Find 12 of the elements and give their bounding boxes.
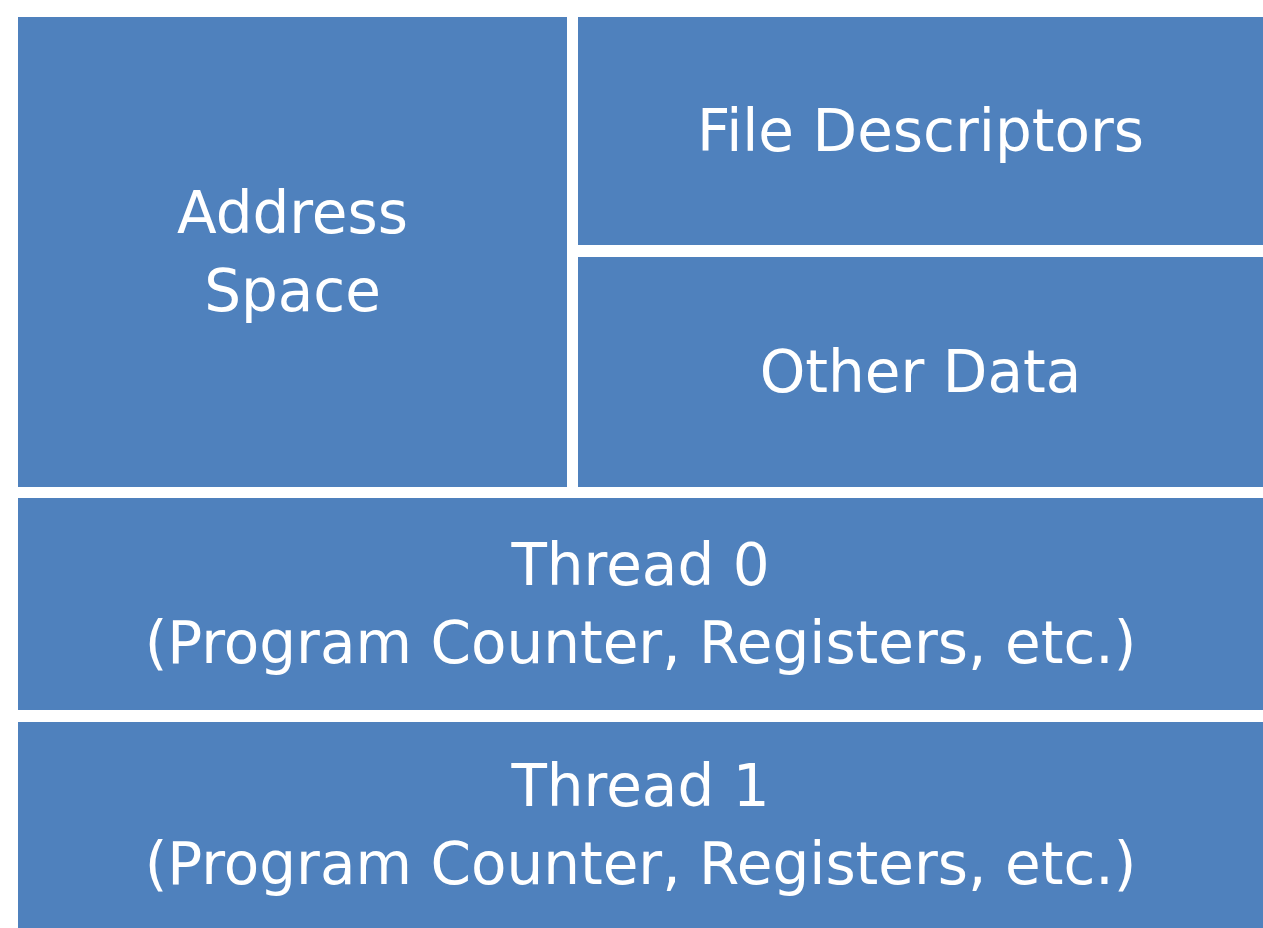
region-label: (Program Counter, Registers, etc.)	[144, 608, 1137, 679]
region-label: Address Space	[176, 177, 409, 327]
memory-region-box	[578, 257, 1263, 487]
region-label: File Descriptors	[697, 95, 1144, 167]
memory-region-box	[578, 17, 1263, 245]
memory-region-box	[18, 17, 567, 487]
region-label: Other Data	[759, 336, 1082, 408]
region-label: Thread 0	[511, 529, 770, 601]
memory-region-box	[18, 722, 1263, 928]
region-label: Thread 1	[511, 750, 770, 822]
memory-region-box	[18, 498, 1263, 710]
region-label: (Program Counter, Registers, etc.)	[144, 829, 1137, 900]
